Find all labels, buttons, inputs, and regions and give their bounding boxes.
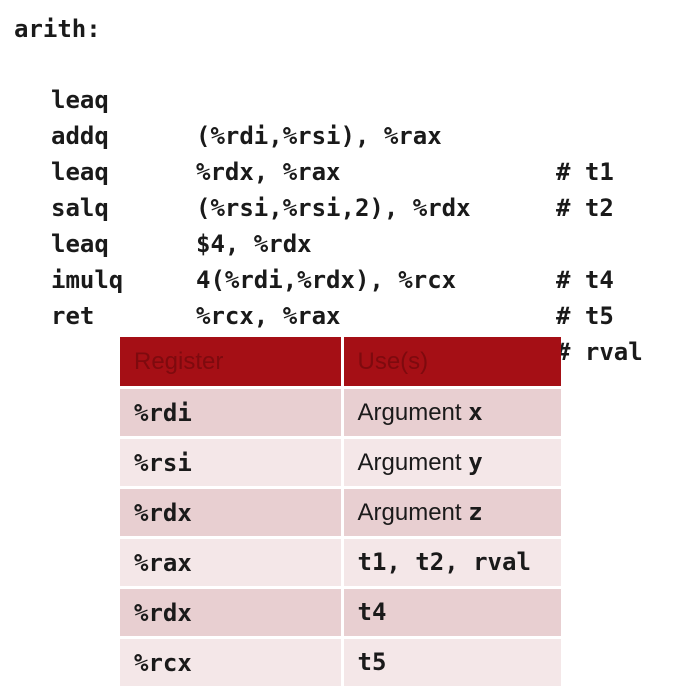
use-code: t5 <box>357 648 387 676</box>
table-row: %rdx Argument z <box>120 487 561 539</box>
instruction-operands: (%rsi,%rsi,2), %rdx <box>196 194 471 222</box>
code-line: leaq 4(%rdi,%rdx), %rcx # t5 <box>0 190 693 330</box>
code-line: salq $4, %rdx # t4 <box>0 154 693 294</box>
use-cell: t1, t2, rval <box>342 537 561 589</box>
register-usage-table: Register Use(s) %rdi Argument x %rsi Arg… <box>120 337 561 689</box>
instruction-comment: # t4 <box>556 266 614 294</box>
use-text: Argument <box>357 499 469 526</box>
code-line: leaq (%rdi,%rsi), %rax # t1 <box>0 46 693 186</box>
instruction-operands: %rcx, %rax <box>196 302 341 330</box>
register-cell: %rdx <box>120 487 344 539</box>
register-cell: %rcx <box>120 637 344 689</box>
instruction-opcode: leaq <box>51 158 109 186</box>
register-cell: %rax <box>120 537 344 589</box>
code-line: leaq (%rsi,%rsi,2), %rdx <box>0 118 693 222</box>
use-text: Argument <box>357 449 469 476</box>
instruction-comment: # t1 <box>556 158 614 186</box>
use-code: t1, t2, rval <box>357 548 531 576</box>
code-line: imulq %rcx, %rax # rval <box>0 226 693 366</box>
table-row: %rdi Argument x <box>120 387 561 439</box>
use-cell: Argument y <box>342 437 561 489</box>
instruction-operands: (%rdi,%rsi), %rax <box>196 122 442 150</box>
instruction-opcode: salq <box>51 194 109 222</box>
instruction-opcode: addq <box>51 122 109 150</box>
instruction-comment: # t5 <box>556 302 614 330</box>
table-row: %rsi Argument y <box>120 437 561 489</box>
register-cell: %rsi <box>120 437 344 489</box>
use-text: Argument <box>357 399 469 426</box>
instruction-opcode: leaq <box>51 86 109 114</box>
use-cell: Argument x <box>342 387 561 439</box>
code-line: ret <box>0 262 693 330</box>
table-row: %rdx t4 <box>120 587 561 639</box>
use-code: x <box>468 398 483 426</box>
code-line: addq %rdx, %rax # t2 <box>0 82 693 222</box>
use-code: y <box>468 448 483 476</box>
instruction-opcode: imulq <box>51 266 124 294</box>
table-row: %rax t1, t2, rval <box>120 537 561 589</box>
column-header-uses: Use(s) <box>342 337 561 389</box>
table-row: %rcx t5 <box>120 637 561 689</box>
use-code: t4 <box>357 598 387 626</box>
instruction-operands: $4, %rdx <box>196 230 312 258</box>
register-cell: %rdx <box>120 587 344 639</box>
instruction-opcode: ret <box>51 302 95 330</box>
use-code: z <box>468 498 483 526</box>
instruction-comment: # t2 <box>556 194 614 222</box>
instruction-operands: %rdx, %rax <box>196 158 341 186</box>
use-cell: t4 <box>342 587 561 639</box>
instruction-operands: 4(%rdi,%rdx), %rcx <box>196 266 457 294</box>
assembly-code-listing: arith: leaq (%rdi,%rsi), %rax # t1 addq … <box>0 0 693 366</box>
instruction-comment: # rval <box>556 338 643 366</box>
function-label: arith: <box>14 15 101 43</box>
instruction-opcode: leaq <box>51 230 109 258</box>
use-cell: t5 <box>342 637 561 689</box>
use-cell: Argument z <box>342 487 561 539</box>
column-header-register: Register <box>120 337 344 389</box>
register-cell: %rdi <box>120 387 344 439</box>
table-header-row: Register Use(s) <box>120 337 561 389</box>
